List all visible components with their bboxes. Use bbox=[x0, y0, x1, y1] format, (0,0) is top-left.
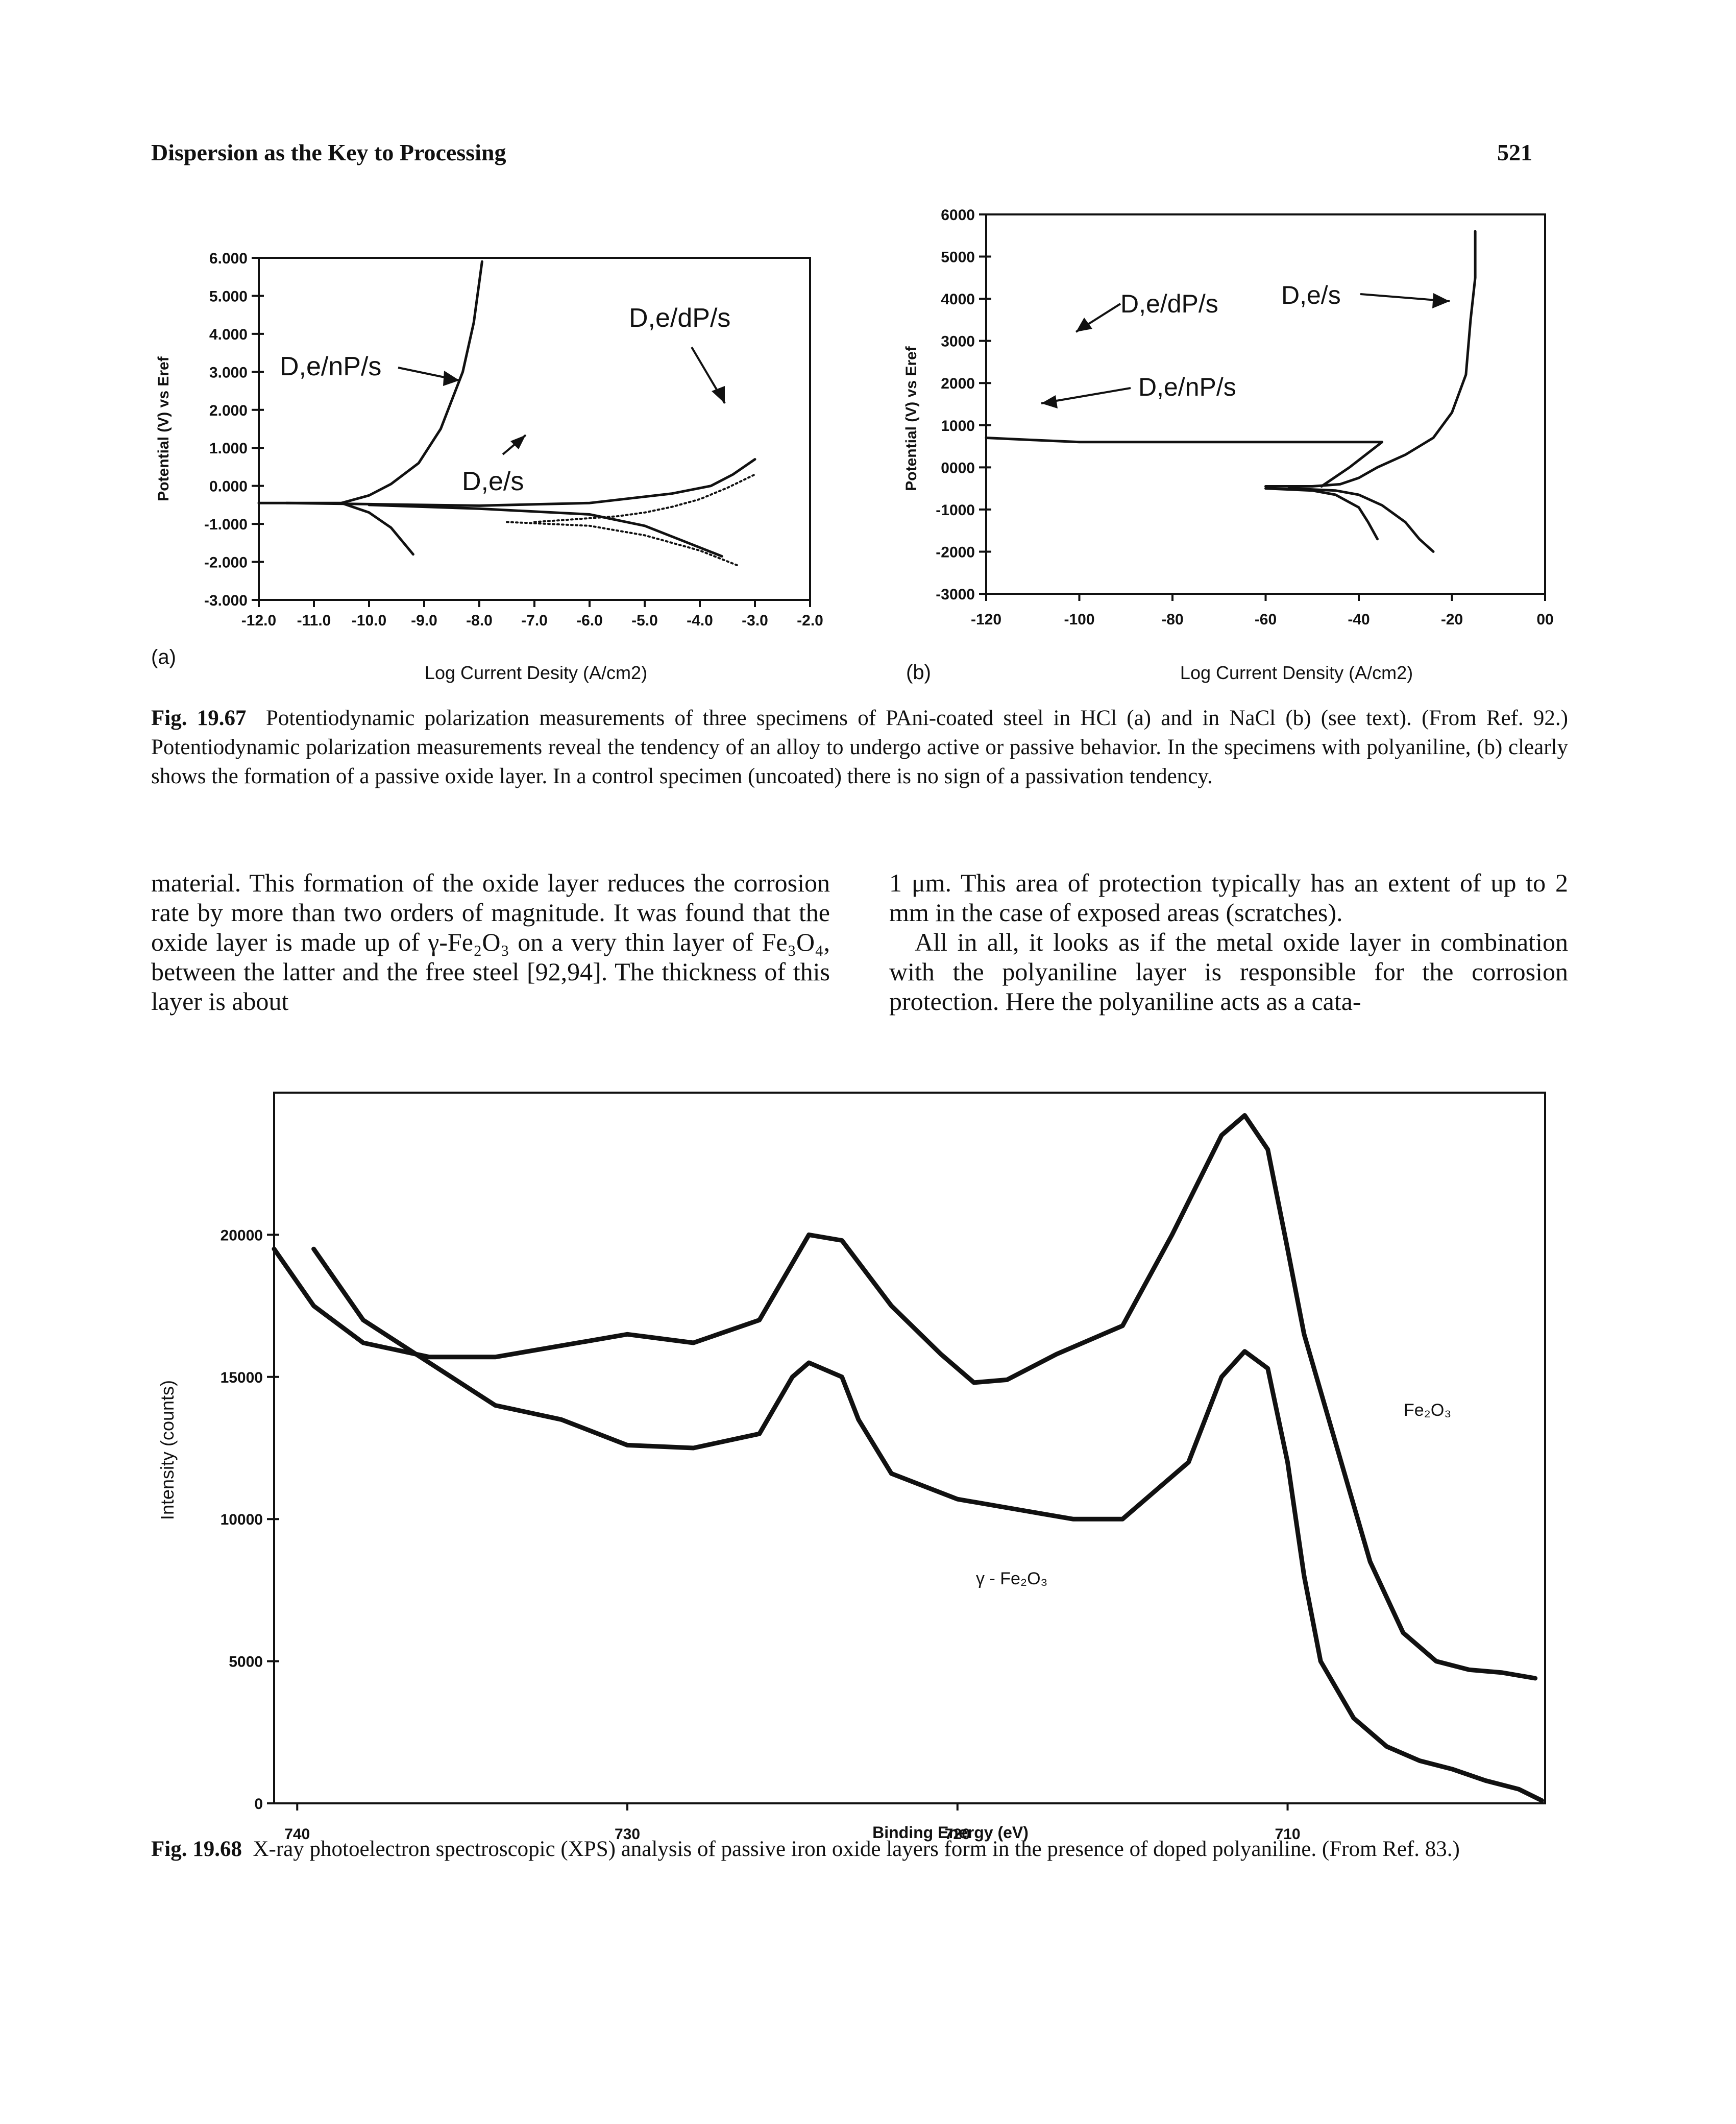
chart-b-ylabel: Potential (V) vs Eref bbox=[903, 346, 920, 491]
b-y-tick-label: 4000 bbox=[941, 291, 975, 308]
b-y-tick-label: -1000 bbox=[936, 502, 975, 519]
chart-b-annotation-s: D,e/s bbox=[1281, 281, 1341, 309]
chart-c-annotation-fe2o3: Fe₂O₃ bbox=[1404, 1401, 1451, 1420]
chart-a-annotation-dps: D,e/dP/s bbox=[629, 303, 730, 333]
c-series-line bbox=[311, 1246, 1544, 1803]
a-x-tick-label: -12.0 bbox=[241, 612, 276, 629]
b-x-tick-label: 00 bbox=[1536, 611, 1553, 628]
body-paragraph-left: material. This formation of the oxide la… bbox=[151, 868, 830, 1016]
a-x-tick-label: -11.0 bbox=[297, 612, 331, 629]
polarization-chart-hcl: -12.0 -11.0 -10.0 -9.0 -8.0 -7.0 -6.0 -5.0 -4.0 -… bbox=[151, 250, 823, 683]
c-x-tick-label: 740 bbox=[284, 1826, 310, 1843]
chart-a-ylabel: Potential (V) vs Eref bbox=[155, 356, 172, 501]
c-y-tick-label: 15000 bbox=[221, 1369, 263, 1386]
xps-spectrum-chart: 740 730 720 710 0 5000 10000 15000 20000 Intensi… bbox=[157, 1092, 1546, 1843]
body-paragraph-right-2: All in all, it looks as if the metal oxi… bbox=[889, 928, 1568, 1016]
b-y-tick-label: 1000 bbox=[941, 418, 975, 435]
figure-19-67-label: Fig. 19.67 bbox=[151, 706, 247, 730]
b-plot-frame bbox=[985, 213, 1546, 595]
a-y-tick-label: -3.000 bbox=[204, 592, 248, 609]
chart-c-ylabel: Intensity (counts) bbox=[157, 1380, 178, 1520]
b-x-tick-label: -100 bbox=[1064, 611, 1094, 628]
b-y-tick-label: 2000 bbox=[941, 375, 975, 392]
chart-a-annotation-nps: D,e/nP/s bbox=[280, 352, 381, 381]
b-series-line bbox=[985, 437, 1384, 488]
a-y-tick-label: 0.000 bbox=[209, 478, 248, 495]
a-series-line bbox=[533, 473, 756, 523]
b-y-tick-label: -2000 bbox=[936, 544, 975, 561]
figure-19-67-caption: Fig. 19.67 Potentiodynamic polarization … bbox=[151, 704, 1568, 791]
chart-c-annotation-gamma-fe2o3: γ - Fe₂O₃ bbox=[976, 1569, 1047, 1588]
c-y-tick-label: 10000 bbox=[221, 1511, 263, 1528]
a-y-tick-label: 4.000 bbox=[209, 326, 248, 343]
c-y-tick-label: 0 bbox=[254, 1796, 263, 1813]
running-head-title: Dispersion as the Key to Processing bbox=[151, 139, 506, 165]
chart-b-panel-label: (b) bbox=[906, 661, 931, 684]
b-y-tick-label: 0000 bbox=[941, 460, 975, 476]
c-x-tick-label: 710 bbox=[1275, 1826, 1301, 1843]
a-x-tick-label: -4.0 bbox=[687, 612, 713, 629]
b-y-tick-label: 3000 bbox=[941, 333, 975, 350]
figure-19-68-label: Fig. 19.68 bbox=[151, 1837, 242, 1861]
b-x-tick-label: -80 bbox=[1161, 611, 1183, 628]
chart-a-xlabel: Log Current Desity (A/cm2) bbox=[425, 662, 647, 683]
chart-b-annotation-nps: D,e/nP/s bbox=[1138, 373, 1236, 401]
b-series-line bbox=[1264, 230, 1477, 488]
b-x-tick-label: -40 bbox=[1348, 611, 1370, 628]
a-x-tick-label: -5.0 bbox=[631, 612, 658, 629]
a-series-line bbox=[368, 503, 723, 558]
a-series-line bbox=[340, 260, 483, 504]
b-y-tick-label: 5000 bbox=[941, 249, 975, 266]
chart-b-annotation-dps: D,e/dP/s bbox=[1120, 289, 1218, 318]
figure-19-68-text: X-ray photoelectron spectroscopic (XPS) … bbox=[253, 1837, 1460, 1861]
figure-19-68-caption: Fig. 19.68 X-ray photoelectron spectrosc… bbox=[151, 1835, 1568, 1864]
c-y-tick-label: 20000 bbox=[221, 1227, 263, 1244]
body-column-right: 1 μm. This area of protection typically … bbox=[889, 868, 1568, 1016]
c-x-tick-label: 720 bbox=[945, 1826, 970, 1843]
a-y-tick-label: -1.000 bbox=[204, 516, 248, 533]
b-series-line bbox=[1264, 487, 1379, 541]
chart-c-xlabel: Binding Energy (eV) bbox=[872, 1823, 1029, 1842]
b-series-line bbox=[1287, 487, 1435, 553]
figure-19-67-text: Potentiodynamic polarization measurement… bbox=[151, 706, 1568, 788]
a-x-tick-label: -9.0 bbox=[411, 612, 437, 629]
a-series-line bbox=[506, 521, 740, 567]
a-y-tick-label: 1.000 bbox=[209, 440, 248, 457]
c-series-line bbox=[272, 1113, 1538, 1681]
b-y-tick-label: 6000 bbox=[941, 207, 975, 224]
a-x-tick-label: -2.0 bbox=[797, 612, 823, 629]
chart-a-panel-label: (a) bbox=[151, 646, 176, 668]
a-x-tick-label: -10.0 bbox=[352, 612, 386, 629]
body-paragraph-right-1: 1 μm. This area of protection typically … bbox=[889, 868, 1568, 927]
c-y-tick-label: 5000 bbox=[229, 1654, 263, 1671]
b-x-tick-label: -60 bbox=[1255, 611, 1277, 628]
b-x-tick-label: -20 bbox=[1441, 611, 1463, 628]
c-plot-frame bbox=[273, 1092, 1546, 1804]
chart-a-annotation-s: D,e/s bbox=[462, 467, 524, 496]
a-x-tick-label: -8.0 bbox=[466, 612, 493, 629]
a-y-tick-label: 3.000 bbox=[209, 364, 248, 381]
a-y-tick-label: -2.000 bbox=[204, 554, 248, 571]
a-x-tick-label: -6.0 bbox=[576, 612, 603, 629]
a-y-tick-label: 6.000 bbox=[209, 250, 248, 267]
body-column-left: material. This formation of the oxide la… bbox=[151, 868, 830, 1016]
b-y-tick-label: -3000 bbox=[936, 586, 975, 603]
a-x-tick-label: -7.0 bbox=[521, 612, 548, 629]
page-number: 521 bbox=[1497, 139, 1532, 165]
c-x-tick-label: 730 bbox=[615, 1826, 640, 1843]
a-y-tick-label: 2.000 bbox=[209, 402, 248, 419]
a-y-tick-label: 5.000 bbox=[209, 288, 248, 305]
chart-b-xlabel: Log Current Density (A/cm2) bbox=[1180, 662, 1413, 683]
a-x-tick-label: -3.0 bbox=[742, 612, 768, 629]
b-x-tick-label: -120 bbox=[971, 611, 1001, 628]
